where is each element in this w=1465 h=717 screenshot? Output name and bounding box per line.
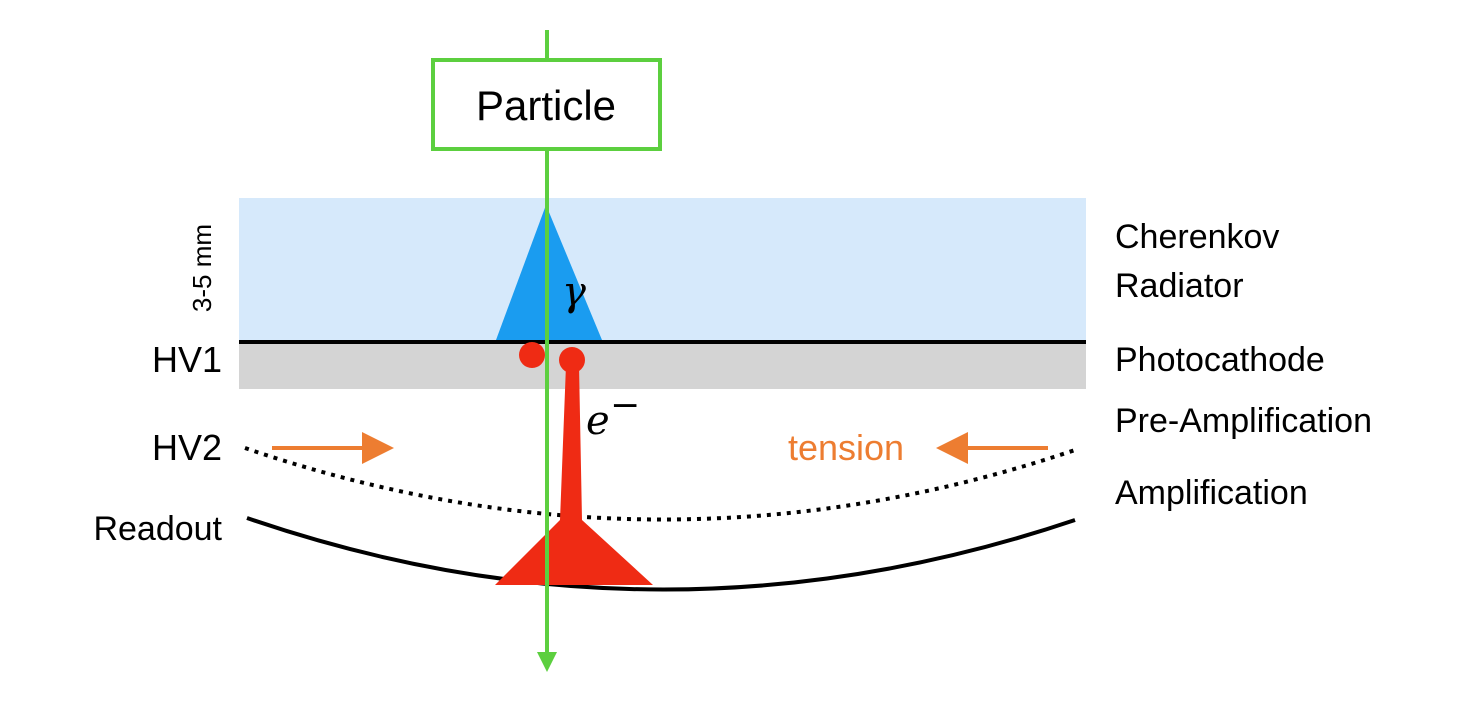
readout-label: Readout [93, 510, 222, 548]
photoelectron-left [519, 342, 545, 368]
electron-symbol-base: e [586, 398, 610, 444]
thickness-label: 3-5 mm [187, 224, 217, 312]
electron-avalanche [495, 365, 653, 585]
photon-symbol: γ [562, 269, 586, 315]
cherenkov-radiator-layer [239, 198, 1086, 341]
particle-label-box [431, 58, 662, 151]
hv2-label: HV2 [152, 427, 222, 468]
readout-plane [246, 516, 1076, 592]
electron-symbol-sup: − [610, 385, 640, 426]
amplification-label: Amplification [1115, 474, 1308, 512]
pre-amplification-mesh [244, 446, 1076, 522]
electron-symbol: e − [586, 385, 640, 444]
photoelectron-right [559, 347, 585, 373]
particle-label: Particle [476, 82, 616, 129]
photocathode-layer [239, 342, 1086, 389]
photocathode-label: Photocathode [1115, 341, 1325, 379]
hv1-label: HV1 [152, 339, 222, 380]
pre-amplification-label: Pre-Amplification [1115, 402, 1372, 440]
cherenkov-label-line2: Radiator [1115, 267, 1244, 305]
cherenkov-label-line1: Cherenkov [1115, 218, 1279, 256]
tension-label: tension [788, 427, 904, 468]
particle-track-arrowhead [537, 652, 557, 672]
